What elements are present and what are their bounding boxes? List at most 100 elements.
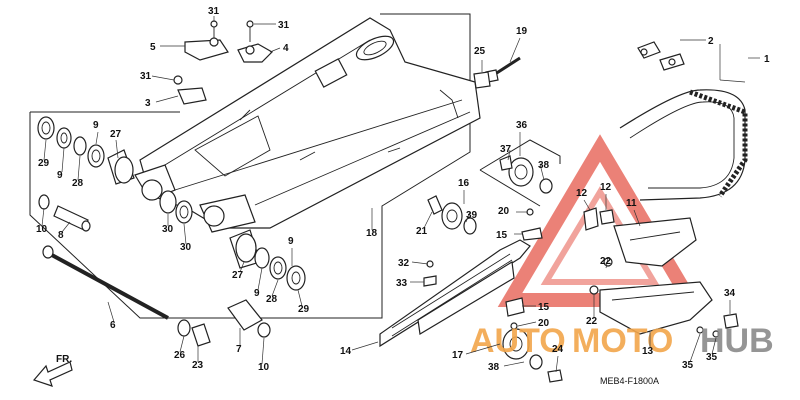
leader-line: [61, 147, 65, 173]
label-31-c: 31: [140, 71, 152, 82]
label-29-a: 29: [38, 158, 50, 169]
leader-line: [583, 199, 591, 211]
leader-line: [503, 361, 525, 367]
leader-lines: [41, 16, 760, 373]
label-36: 36: [516, 120, 528, 131]
label-34: 34: [724, 288, 736, 299]
label-3: 3: [145, 98, 151, 109]
leader-line: [179, 335, 185, 353]
label-13: 13: [642, 346, 654, 357]
leader-line: [43, 139, 47, 161]
leader-line: [517, 321, 537, 327]
leader-line: [719, 79, 746, 83]
label-37: 37: [500, 144, 512, 155]
leader-line: [77, 155, 81, 181]
leader-line: [151, 75, 175, 81]
leader-line: [605, 257, 609, 269]
label-39: 39: [466, 210, 478, 221]
leader-line: [297, 289, 303, 307]
chain-roller-group: [479, 139, 561, 207]
watermark-text: AUTO MOTO HUB: [470, 322, 774, 360]
label-35-b: 35: [706, 352, 718, 363]
leader-line: [257, 267, 263, 291]
leader-line: [271, 279, 279, 297]
leader-line: [711, 337, 717, 355]
label-24: 24: [552, 344, 564, 355]
front-direction-arrow: FR.: [32, 354, 73, 387]
lower-roller-group: [427, 195, 543, 241]
slider-roller: [502, 328, 563, 383]
label-20-a: 20: [498, 206, 510, 217]
drive-chain: [619, 41, 748, 201]
hose-guide-brackets: [173, 20, 273, 105]
leader-line: [423, 211, 433, 229]
label-12-a: 12: [576, 188, 588, 199]
leader-line: [465, 343, 501, 355]
label-15-b: 15: [538, 302, 550, 313]
label-11: 11: [626, 198, 637, 209]
leader-line: [351, 341, 379, 351]
label-27-b: 27: [232, 270, 244, 281]
label-22-b: 22: [586, 316, 598, 327]
label-32: 32: [398, 258, 410, 269]
leader-line: [155, 95, 179, 103]
label-16: 16: [458, 178, 470, 189]
label-30-b: 30: [180, 242, 192, 253]
leader-line: [95, 131, 99, 145]
label-27-a: 27: [110, 129, 122, 140]
leader-line: [261, 337, 265, 365]
leader-line: [465, 211, 471, 223]
leader-line: [183, 223, 187, 245]
label-19: 19: [516, 26, 528, 37]
label-28-a: 28: [72, 178, 84, 189]
swingarm-group-frame: [29, 13, 471, 319]
label-17: 17: [452, 350, 464, 361]
label-2: 2: [708, 36, 714, 47]
leader-line: [689, 333, 701, 363]
part-labels: 31 31 5 4 31 3 29 9 28 9 27 10 8 30 30 2…: [36, 6, 770, 373]
chain-slider: [379, 239, 531, 348]
label-15-a: 15: [496, 230, 508, 241]
diagram-code: MEB4-F1800A: [600, 376, 659, 386]
label-14: 14: [340, 346, 352, 357]
leader-line: [239, 261, 245, 273]
label-12-b: 12: [600, 182, 612, 193]
pivot-bearing-stack-rear: [229, 229, 306, 291]
leader-line: [115, 139, 119, 159]
leader-line: [107, 301, 115, 323]
leader-line: [269, 47, 281, 53]
pivot-collar-and-bolt: [38, 194, 271, 347]
label-25: 25: [474, 46, 486, 57]
chain-guide: [583, 207, 739, 338]
pivot-bearing-stack-front: [37, 116, 193, 224]
watermark-auto: AUTO: [470, 322, 566, 360]
label-29-b: 29: [298, 304, 310, 315]
label-31-b: 31: [278, 20, 290, 31]
axle-adjust-bolt: [473, 56, 521, 89]
leader-line: [507, 149, 511, 161]
label-23: 23: [192, 360, 204, 371]
label-18: 18: [366, 228, 378, 239]
label-10-a: 10: [36, 224, 48, 235]
front-marker-text: FR.: [56, 354, 72, 365]
leader-line: [555, 355, 559, 373]
label-9-d: 9: [288, 236, 294, 247]
leader-line: [411, 261, 429, 265]
label-1: 1: [764, 54, 770, 65]
label-9-c: 9: [254, 288, 260, 299]
label-22-a: 22: [600, 256, 612, 267]
label-26: 26: [174, 350, 186, 361]
label-8: 8: [58, 230, 64, 241]
leader-line: [509, 37, 521, 63]
label-33: 33: [396, 278, 408, 289]
label-20-b: 20: [538, 318, 550, 329]
leader-line: [539, 163, 545, 181]
label-4: 4: [283, 43, 289, 54]
leader-line: [633, 209, 641, 227]
label-9-a: 9: [93, 120, 99, 131]
label-10-b: 10: [258, 362, 270, 373]
label-7: 7: [236, 344, 242, 355]
leader-line: [41, 207, 45, 227]
label-31-a: 31: [208, 6, 220, 17]
